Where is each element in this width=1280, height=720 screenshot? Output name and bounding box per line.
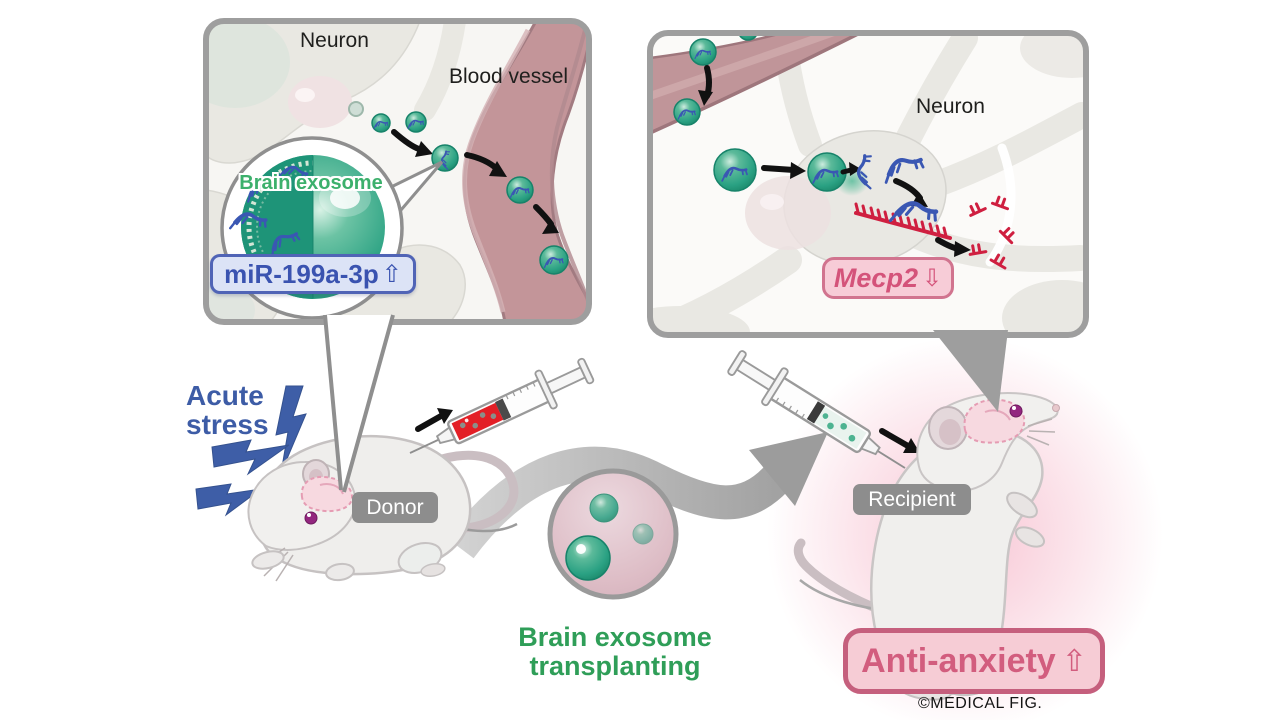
callout-tail [933,330,1008,412]
lightning-bolt-icons [195,385,307,517]
exosome-icon [689,38,717,66]
mouse-eye [304,511,318,525]
mecp2-label: Mecp2 [833,262,918,293]
flow-arrow-icon [698,65,713,106]
flow-arrow-icon [391,129,433,157]
mouse-eye [1009,404,1023,418]
flow-arrow-icon [879,428,920,453]
brain-exosome-label: Brain exosome [239,172,383,194]
exosome-icon [506,176,534,204]
mouse-nose [1052,404,1060,412]
mecp2-badge: Mecp2⇩ [822,257,954,299]
exosome-icon [589,493,619,523]
blood-syringe-icon [409,357,595,454]
flow-arrow-icon [935,237,971,257]
mouse-paw [251,550,285,570]
flow-arrow-icon [840,162,861,176]
exosome-icon [348,101,364,117]
exosome-suspension-dish [547,468,679,600]
right-callout-panel [647,30,1089,412]
exosome-icon [371,113,391,133]
exosome-icon [713,148,757,192]
flow-arrow-icon [464,152,507,177]
up-arrow-icon: ⇧ [381,260,402,288]
transplant-label: Brain exosome transplanting [518,622,712,681]
recipient-brain [963,398,1026,444]
blood-vessel [462,21,589,322]
mir-199a-3p-badge: miR-199a-3p⇧ [210,254,416,294]
lightning-bolt-icon [275,385,307,474]
blood-sample [451,402,504,441]
exosome-icon [673,98,701,126]
mouse-paw [1014,526,1046,548]
exosome-syringe-icon [727,350,906,469]
callout-tail [323,314,395,493]
acute-stress-label: Acute stress [186,380,269,441]
exosome-icon [807,152,847,192]
anti-anxiety-label: Anti-anxiety [861,641,1056,680]
anti-anxiety-badge: Anti-anxiety⇧ [843,628,1105,694]
mouse-paw [1006,491,1038,519]
mir-199a-3p-label: miR-199a-3p [224,258,379,289]
exosome-icon [405,111,427,133]
panel-border [203,18,592,325]
donor-mouse [247,435,519,582]
whiskers [1026,418,1056,446]
exosome-icon [632,523,654,545]
lightning-bolt-icon [195,483,262,517]
donor-chip: Donor [352,492,438,523]
exosome-icon [539,245,569,275]
credit-text: ©MEDICAL FIG. [918,695,1043,712]
down-arrow-icon: ⇩ [921,264,943,292]
lightning-bolt-icon [211,439,290,476]
up-arrow-icon: ⇧ [1061,644,1087,678]
panel-border [647,30,1089,338]
neuron-label-left: Neuron [300,29,369,52]
flow-arrow-icon [533,204,559,234]
recipient-chip: Recipient [853,484,971,515]
flow-arrow-icon [761,162,806,179]
exosome-icon [565,535,611,581]
mouse-paw [325,562,355,582]
neuron-label-right: Neuron [916,95,985,118]
flow-arrow-icon [415,408,453,432]
blood-vessel-label: Blood vessel [449,65,569,88]
